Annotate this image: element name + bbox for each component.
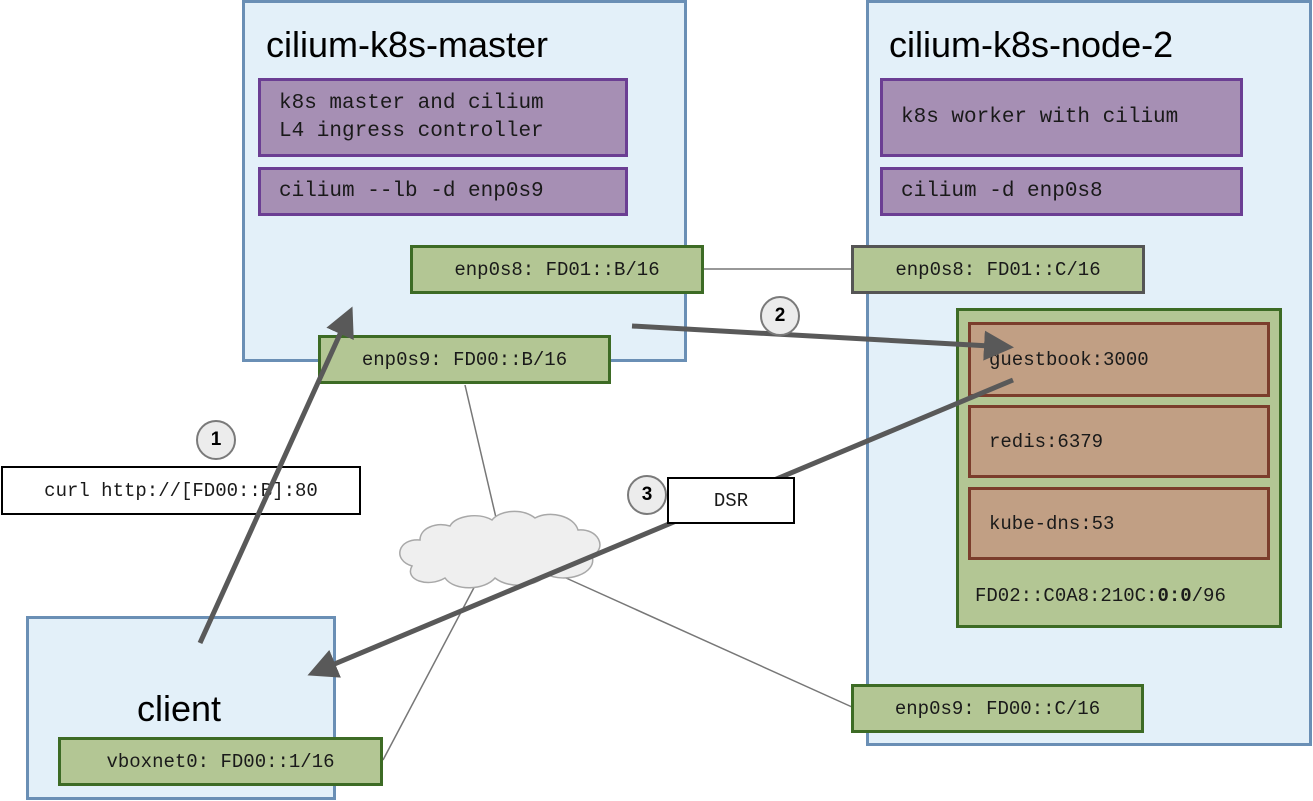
host-title: cilium-k8s-node-2 <box>889 24 1174 65</box>
pod-kube-dns: kube-dns:53 <box>968 487 1270 560</box>
step-1-badge: 1 <box>196 420 236 460</box>
arrow-step-3 <box>307 377 1014 678</box>
curl-command-label: curl http://[FD00::B]:80 <box>1 466 361 515</box>
interface-enp0s9: enp0s9: FD00::B/16 <box>318 335 611 384</box>
role-box: k8s worker with cilium <box>880 78 1243 157</box>
role-box: k8s master and cilium L4 ingress control… <box>258 78 628 157</box>
host-title: client <box>137 688 222 729</box>
step-3-badge: 3 <box>627 475 667 515</box>
cloud-icon <box>399 510 601 589</box>
interface-enp0s8: enp0s8: FD01::C/16 <box>851 245 1145 294</box>
command-box: cilium --lb -d enp0s9 <box>258 167 628 216</box>
link-node2-cloud <box>565 577 853 708</box>
interface-vboxnet0: vboxnet0: FD00::1/16 <box>58 737 383 786</box>
step-2-badge: 2 <box>760 296 800 336</box>
command-box: cilium -d enp0s8 <box>880 167 1243 216</box>
interface-enp0s8: enp0s8: FD01::B/16 <box>410 245 704 294</box>
pod-guestbook: guestbook:3000 <box>968 322 1270 397</box>
pod-cidr-label: FD02::C0A8:210C:0:0/96 <box>975 585 1226 607</box>
pod-redis: redis:6379 <box>968 405 1270 478</box>
cidr-suffix: /96 <box>1191 585 1226 607</box>
host-title: cilium-k8s-master <box>266 24 549 65</box>
arrow-step-1 <box>197 306 354 645</box>
arrow-step-2 <box>631 323 1014 361</box>
dsr-label: DSR <box>667 477 795 524</box>
link-master-cloud <box>464 384 498 523</box>
cidr-bold: 0:0 <box>1157 585 1192 607</box>
interface-enp0s9: enp0s9: FD00::C/16 <box>851 684 1144 733</box>
cidr-prefix: FD02::C0A8:210C: <box>975 585 1158 607</box>
